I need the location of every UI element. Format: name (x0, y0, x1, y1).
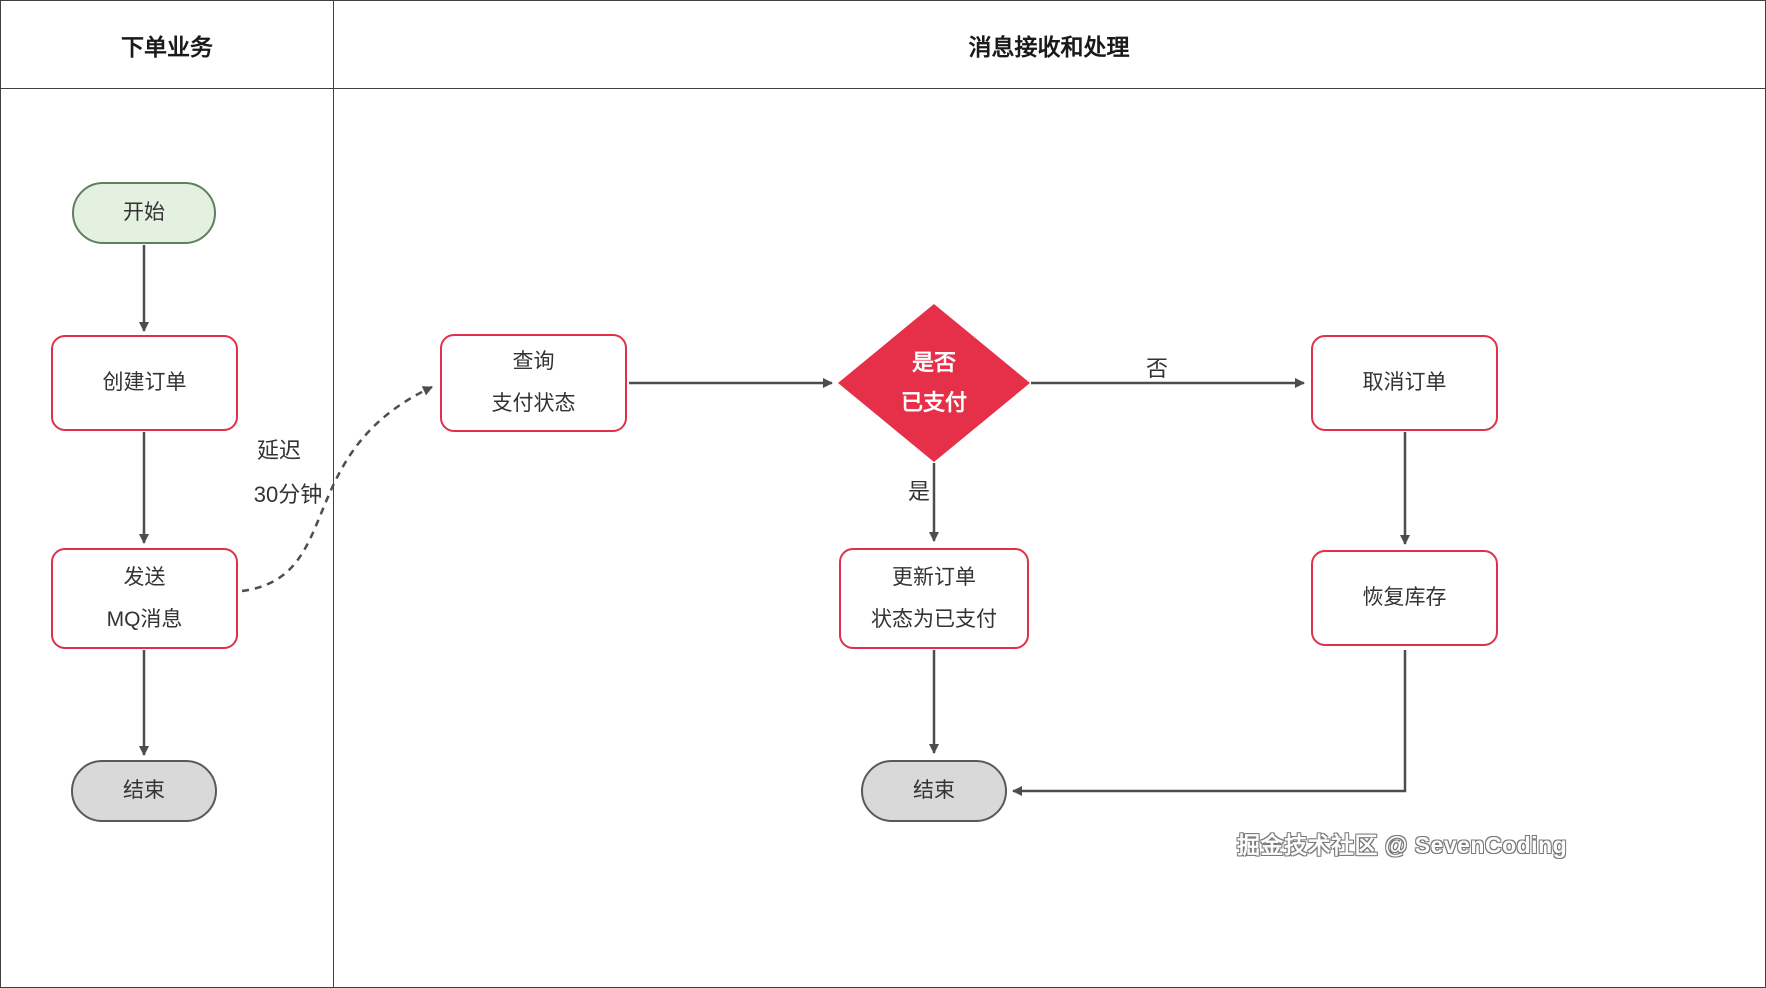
node-create-order-label: 创建订单 (102, 371, 187, 394)
edge-label-delay-line1: 延迟 (257, 438, 301, 463)
lane-header-row: 下单业务 消息接收和处理 (1, 1, 1765, 89)
node-update-order: 更新订单 状态为已支付 (839, 548, 1029, 649)
node-query-payment: 查询 支付状态 (440, 334, 627, 432)
node-is-paid-decision: 是否 已支付 (838, 304, 1030, 462)
node-end-right: 结束 (861, 760, 1007, 822)
node-create-order: 创建订单 (51, 335, 238, 431)
node-send-mq-line1: 发送 (123, 565, 166, 589)
node-send-mq: 发送 MQ消息 (51, 548, 238, 649)
node-start: 开始 (72, 182, 216, 244)
node-is-paid-line2: 已支付 (900, 390, 967, 415)
node-update-order-line2: 状态为已支付 (871, 607, 997, 631)
node-is-paid-line1: 是否 (911, 350, 956, 375)
node-query-payment-line2: 支付状态 (491, 392, 576, 415)
node-cancel-order-label: 取消订单 (1362, 371, 1447, 394)
node-end-right-label: 结束 (913, 779, 955, 802)
watermark: 掘金技术社区 @ SevenCoding (1237, 832, 1568, 858)
node-query-payment-line1: 查询 (512, 350, 555, 373)
node-update-order-line1: 更新订单 (892, 565, 976, 589)
lane-title-order-business: 下单业务 (121, 33, 213, 60)
edge-restore-stock-to-end-right (1012, 650, 1407, 796)
node-restore-stock: 恢复库存 (1311, 550, 1498, 646)
edge-label-yes: 是 (908, 479, 930, 504)
node-send-mq-line2: MQ消息 (106, 607, 183, 631)
node-cancel-order: 取消订单 (1311, 335, 1498, 431)
node-end-left: 结束 (71, 760, 217, 822)
edge-label-no: 否 (1146, 356, 1168, 381)
edge-send-mq-to-query-payment-delayed (241, 385, 433, 593)
node-restore-stock-label: 恢复库存 (1362, 586, 1447, 609)
edge-label-delay-line2: 30分钟 (254, 482, 322, 507)
lane-title-message-processing: 消息接收和处理 (968, 33, 1130, 60)
node-start-label: 开始 (123, 201, 165, 224)
lane-divider (333, 1, 334, 987)
node-end-left-label: 结束 (123, 779, 165, 802)
